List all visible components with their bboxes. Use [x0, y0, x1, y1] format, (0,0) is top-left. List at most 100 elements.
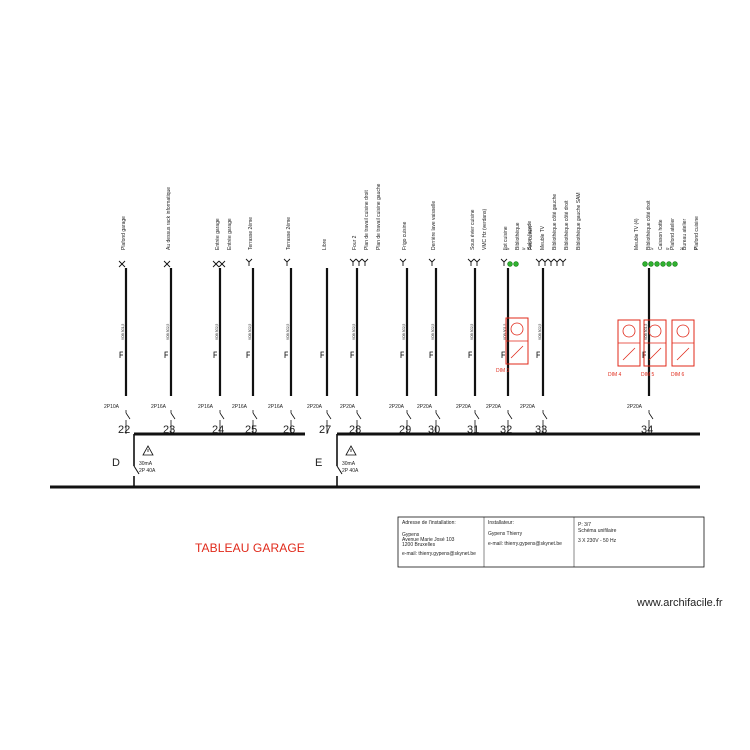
switch-icon	[429, 351, 433, 358]
load-label: Plafond garage	[121, 216, 127, 250]
lamp-count: 3x	[506, 247, 510, 251]
dimmer-label: DIM 3	[496, 368, 510, 374]
dimmer-slider-icon	[510, 345, 524, 359]
load-label: Meuble TV (4)	[634, 218, 640, 250]
cable-spec: VOB 3G2,5	[215, 323, 219, 340]
dimmer-slider-icon	[622, 347, 636, 361]
address-header: Adresse de l'installation:	[402, 520, 456, 526]
breaker-blade	[356, 412, 362, 420]
dimmer-2: DIM 4	[608, 319, 641, 378]
load-label: Terrasse 2ème	[286, 217, 292, 250]
dimmer-knob-icon	[510, 322, 524, 336]
lamp-count: 6x	[694, 247, 698, 251]
circuit-number: 33	[535, 424, 547, 436]
cable-spec: VOB 3G2,5	[166, 323, 170, 340]
switch-icon	[501, 351, 505, 358]
lamp-count: 3x	[522, 247, 526, 251]
circuit-rating: 2P16A	[232, 404, 248, 410]
load-label: Four 2	[352, 235, 358, 250]
circuit-rating: 2P20A	[520, 404, 536, 410]
cable-spec: VOB 3G2,5	[402, 323, 406, 340]
lamp-count: 6x	[666, 247, 670, 251]
cable-spec: VOB 3G1,5	[644, 323, 648, 340]
diff-blade	[133, 465, 140, 475]
switch-icon	[246, 351, 250, 358]
lamp-led-icon	[660, 261, 666, 267]
load-label: Salon façade	[527, 221, 533, 250]
breaker-blade	[290, 412, 296, 420]
circuit-rating: 2P20A	[627, 404, 643, 410]
load-label: Plan de travail cuisine droit	[364, 190, 370, 250]
differential-id: E	[315, 457, 322, 469]
load-label: Bibliothèque côté droit	[646, 200, 652, 250]
circuit-rating: 2P20A	[486, 404, 502, 410]
load-label: Entrée garage	[215, 218, 221, 250]
cable-spec: VOB 3G1,5	[121, 323, 125, 340]
sheet-title: TABLEAU GARAGE	[195, 541, 305, 555]
differential-triangle-icon	[142, 445, 154, 456]
lamp-icon	[118, 260, 126, 268]
breaker-blade	[507, 412, 513, 420]
breaker-blade	[542, 412, 548, 420]
outlet-icon	[361, 258, 369, 263]
outlet-icon	[349, 258, 357, 263]
circuit-number: 25	[245, 424, 257, 436]
outlet-icon	[473, 258, 481, 263]
lamp-led-icon	[648, 261, 654, 267]
load-label: Plafond cuisine	[694, 216, 700, 250]
circuit-number: 34	[641, 424, 653, 436]
circuit-number: 29	[399, 424, 411, 436]
address-line: 1200 Bruxelles	[402, 542, 436, 548]
differential-triangle-icon	[345, 445, 357, 456]
load-label: Ilot cuisine	[503, 226, 509, 250]
breaker-blade	[326, 412, 332, 420]
switch-icon	[400, 351, 404, 358]
outlet-icon	[553, 258, 561, 263]
lamp-led-icon	[672, 261, 678, 267]
circuit-34: 34 2P20A Meuble TV (4) Bibliothèque côté dr…	[627, 200, 700, 436]
outlet-icon	[535, 258, 543, 263]
load-label: Bureau atelier	[682, 219, 688, 250]
cable-spec: VOB 3G2,5	[431, 323, 435, 340]
address-line: Avenue Marie José 103	[402, 537, 455, 543]
circuit-rating: 2P20A	[456, 404, 472, 410]
page-number: P: 3/7	[578, 522, 591, 528]
dimmer-4: DIM 6	[671, 319, 695, 378]
circuit-number: 24	[212, 424, 224, 436]
breaker-blade	[474, 412, 480, 420]
switch-icon	[642, 351, 646, 358]
circuit-rating: 2P16A	[151, 404, 167, 410]
load-label: Libre	[322, 239, 328, 250]
circuit-number: 30	[428, 424, 440, 436]
switch-icon	[536, 351, 540, 358]
switch-icon	[320, 351, 324, 358]
lamp-led-icon	[507, 261, 513, 267]
differential-sensitivity: 30mA	[342, 461, 356, 467]
breaker-blade	[406, 412, 412, 420]
cable-spec: VOB 3G2,5	[538, 323, 542, 340]
outlet-icon	[355, 258, 363, 263]
cable-spec: VOB 3G1,5	[503, 323, 507, 340]
load-label: Derrière lave vaisselle	[431, 201, 437, 250]
outlet-icon	[399, 258, 407, 263]
circuit-number: 27	[319, 424, 331, 436]
circuit-rating: 2P16A	[198, 404, 214, 410]
address-email: e-mail: thierry.gypens@skynet.be	[402, 551, 476, 557]
lamp-led-icon	[642, 261, 648, 267]
circuit-rating: 2P16A	[268, 404, 284, 410]
cable-spec: VOB 3G2,5	[286, 323, 290, 340]
circuit-rating: 2P20A	[417, 404, 433, 410]
outlet-icon	[541, 258, 549, 263]
switch-icon	[468, 351, 472, 358]
address-line: Gypens	[402, 532, 420, 538]
outlet-icon	[283, 258, 291, 263]
circuit-number: 28	[349, 424, 361, 436]
load-label: VMC Hz (verdans)	[482, 209, 488, 250]
